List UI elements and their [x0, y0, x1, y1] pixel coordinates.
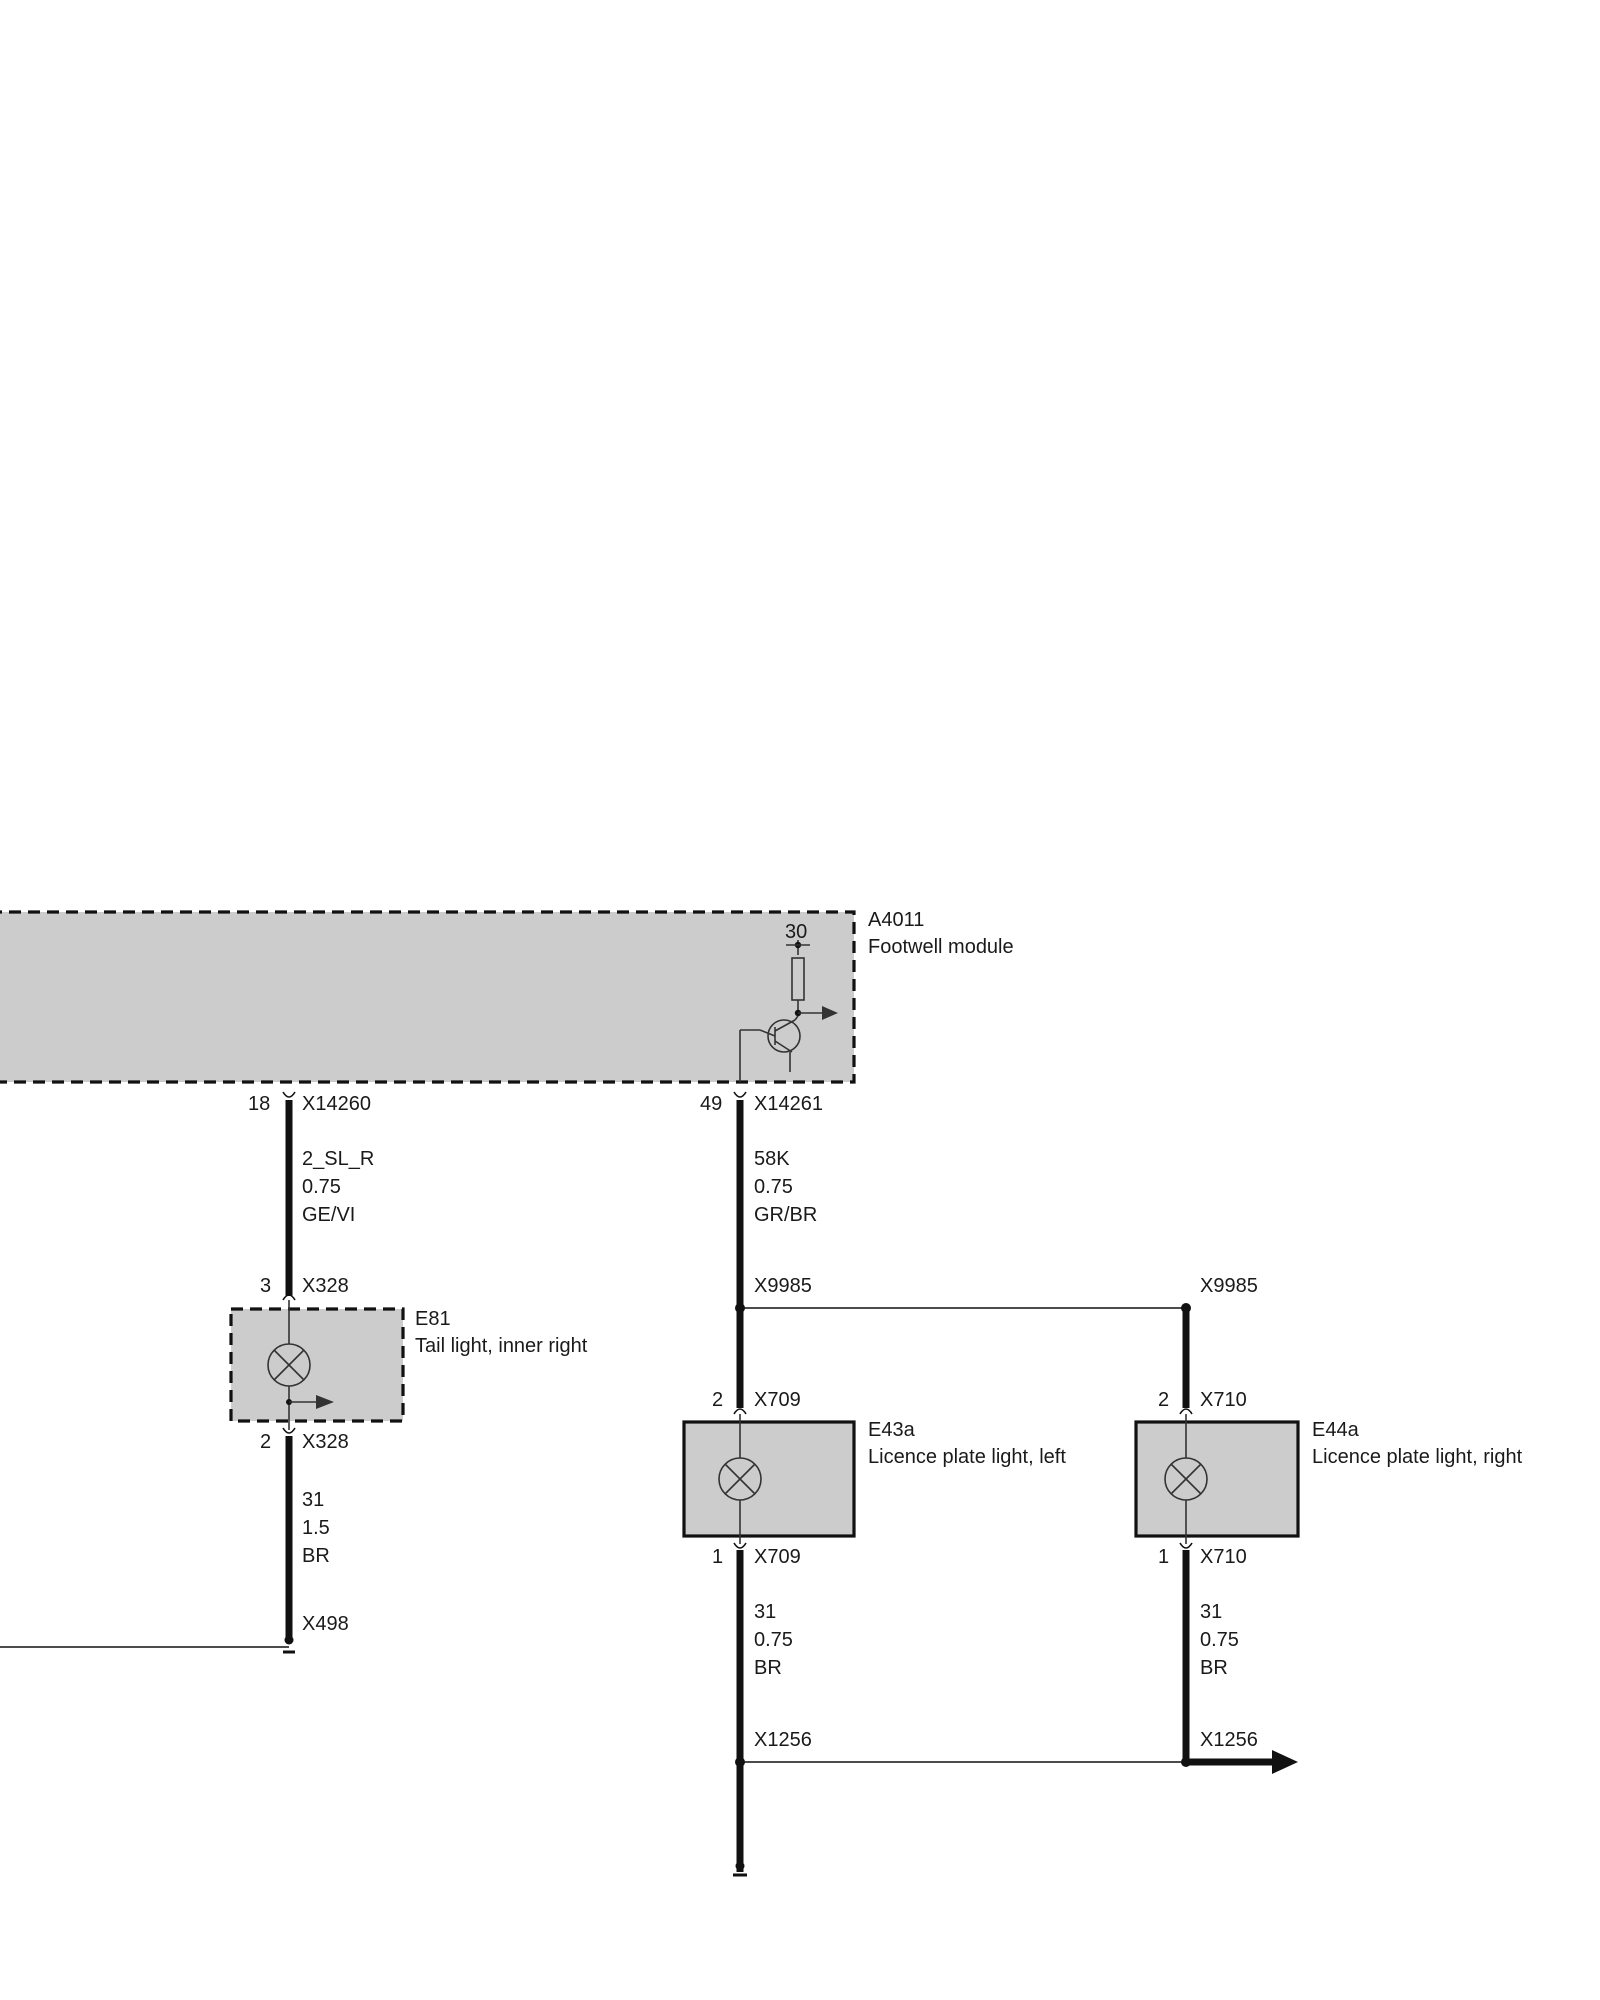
x328-bottom-name: X328	[302, 1431, 349, 1453]
plate-light-right-box	[1134, 1420, 1300, 1538]
footwell-module-box	[0, 910, 856, 1084]
tail-light-id: E81	[415, 1308, 451, 1330]
transistor-output-icon	[739, 940, 838, 1082]
x1256-left-name: X1256	[754, 1729, 812, 1751]
x498-name: X498	[302, 1613, 349, 1635]
wire-2-sl-r-signal: 2_SL_R	[302, 1148, 374, 1170]
lamp-icon	[267, 1300, 334, 1430]
x709-top-name: X709	[754, 1389, 801, 1411]
splice-dot	[284, 1635, 294, 1645]
wire-tail-gnd-size: 1.5	[302, 1517, 330, 1539]
wire-58k-color: GR/BR	[754, 1204, 817, 1226]
footwell-module: 30 A4011 Footwell module	[0, 909, 1014, 1084]
connector-pin-icon	[282, 1091, 296, 1098]
module-name: Footwell module	[868, 936, 1014, 958]
lamp-icon	[718, 1414, 762, 1544]
x328-top-pin: 3	[260, 1275, 271, 1297]
wire-tail-gnd-signal: 31	[302, 1489, 324, 1511]
connector-pin-icon	[1179, 1542, 1193, 1549]
x328-bottom-pin: 2	[260, 1431, 271, 1453]
x710-bottom-pin: 1	[1158, 1546, 1169, 1568]
wire-left-gnd-size: 0.75	[754, 1629, 793, 1651]
wire-left-gnd-color: BR	[754, 1657, 782, 1679]
connector-pin-icon	[282, 1427, 296, 1434]
splice-dot	[735, 1861, 745, 1871]
wire-58k-size: 0.75	[754, 1176, 793, 1198]
tail-light-branch: 18 X14260 2_SL_R 0.75 GE/VI 3 X328 E81 T…	[0, 1091, 588, 1654]
wire-right-gnd-color: BR	[1200, 1657, 1228, 1679]
wire-58k-signal: 58K	[754, 1148, 790, 1170]
continuation-arrow-icon	[1272, 1750, 1298, 1774]
plate-light-left-box	[682, 1420, 856, 1538]
lamp-icon	[1164, 1414, 1208, 1544]
x1256-right-name: X1256	[1200, 1729, 1258, 1751]
plate-right-id: E44a	[1312, 1419, 1360, 1441]
wire-right-gnd-signal: 31	[1200, 1601, 1222, 1623]
licence-plate-right-branch: 2 X710 E44a Licence plate light, right 1…	[1134, 1389, 1523, 1774]
licence-plate-branch: 49 X14261 58K 0.75 GR/BR X9985 X9985 2 X…	[682, 1091, 1258, 1877]
plate-left-id: E43a	[868, 1419, 916, 1441]
x14260-pin: 18	[248, 1093, 270, 1115]
connector-pin-icon	[733, 1091, 747, 1098]
supply-terminal-label: 30	[785, 921, 807, 943]
x710-bottom-name: X710	[1200, 1546, 1247, 1568]
tail-light-name: Tail light, inner right	[415, 1335, 588, 1357]
x710-top-pin: 2	[1158, 1389, 1169, 1411]
wire-tail-gnd-color: BR	[302, 1545, 330, 1567]
wire-2-sl-r-color: GE/VI	[302, 1204, 355, 1226]
plate-right-name: Licence plate light, right	[1312, 1446, 1523, 1468]
x9985-left-name: X9985	[754, 1275, 812, 1297]
wire-left-gnd-signal: 31	[754, 1601, 776, 1623]
wire-right-gnd-size: 0.75	[1200, 1629, 1239, 1651]
connector-pin-icon	[1179, 1408, 1193, 1415]
plate-left-name: Licence plate light, left	[868, 1446, 1066, 1468]
x328-top-name: X328	[302, 1275, 349, 1297]
x14261-pin: 49	[700, 1093, 722, 1115]
x9985-right-name: X9985	[1200, 1275, 1258, 1297]
x709-top-pin: 2	[712, 1389, 723, 1411]
x709-bottom-pin: 1	[712, 1546, 723, 1568]
connector-pin-icon	[733, 1408, 747, 1415]
x14260-name: X14260	[302, 1093, 371, 1115]
x710-top-name: X710	[1200, 1389, 1247, 1411]
x14261-name: X14261	[754, 1093, 823, 1115]
x709-bottom-name: X709	[754, 1546, 801, 1568]
connector-pin-icon	[282, 1294, 296, 1301]
wire-2-sl-r-size: 0.75	[302, 1176, 341, 1198]
module-id: A4011	[868, 909, 924, 931]
connector-pin-icon	[733, 1542, 747, 1549]
